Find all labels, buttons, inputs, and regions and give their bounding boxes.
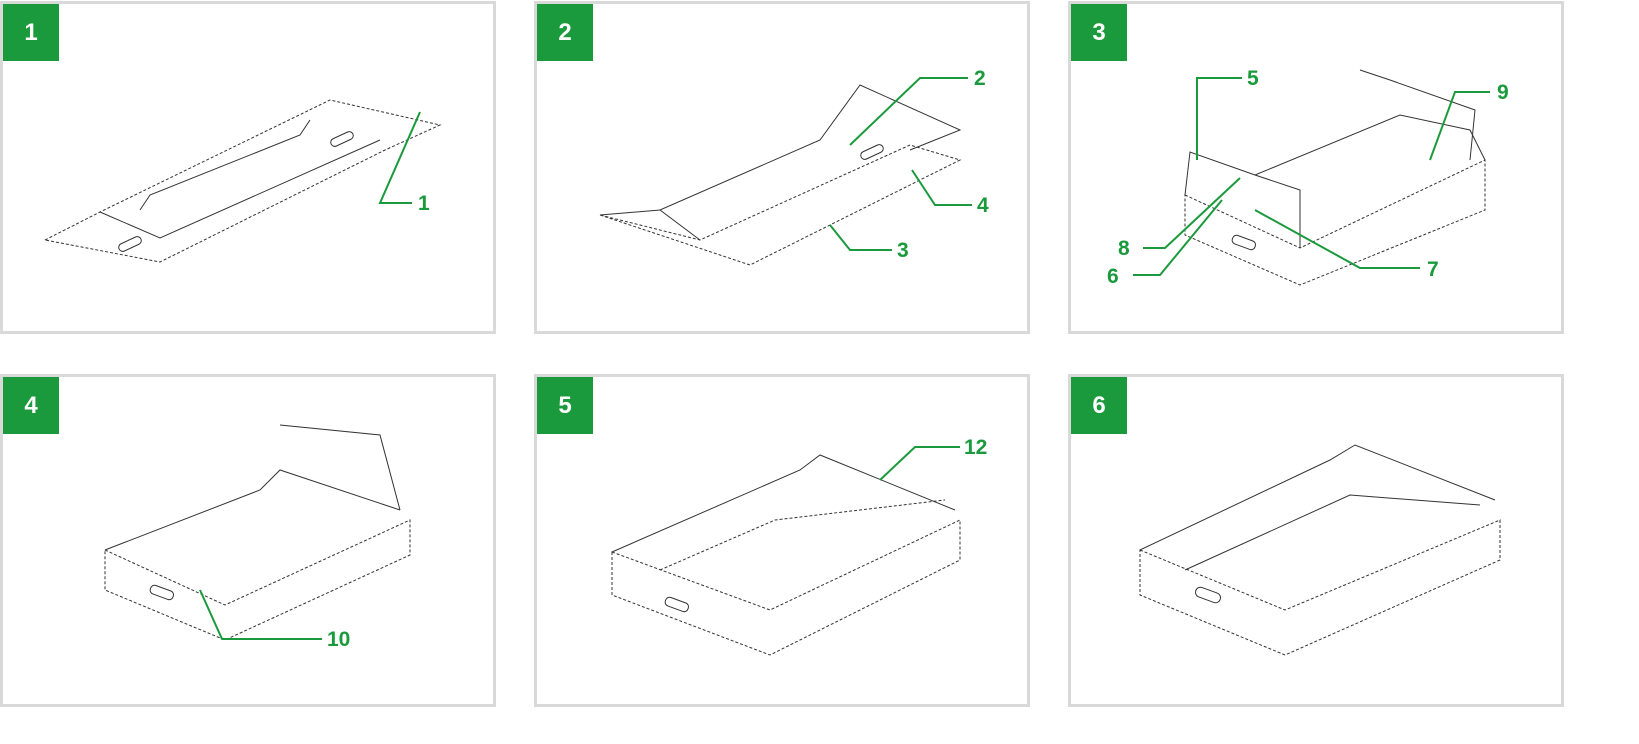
callout-7: 7 <box>1427 258 1439 281</box>
callout-3: 3 <box>897 239 909 262</box>
step-panel-3: 3 <box>1068 1 1564 334</box>
callout-8: 8 <box>1118 237 1130 260</box>
step-panel-1: 1 <box>0 1 496 334</box>
step-badge: 2 <box>537 4 593 61</box>
callout-5: 5 <box>1247 67 1259 90</box>
step-panel-2: 2 <box>534 1 1030 334</box>
callout-2: 2 <box>974 67 986 90</box>
callout-10: 10 <box>327 628 351 651</box>
step-panel-4: 4 <box>0 374 496 707</box>
step-badge: 5 <box>537 377 593 434</box>
callout-12: 12 <box>964 436 988 459</box>
step-badge: 1 <box>3 4 59 61</box>
step-badge: 4 <box>3 377 59 434</box>
step-panel-6: 6 <box>1068 374 1564 707</box>
callout-1: 1 <box>418 192 430 215</box>
callout-6: 6 <box>1107 265 1119 288</box>
step-badge: 3 <box>1071 4 1127 61</box>
callout-4: 4 <box>977 194 989 217</box>
step-badge: 6 <box>1071 377 1127 434</box>
step-panel-5: 5 <box>534 374 1030 707</box>
callout-9: 9 <box>1497 81 1509 104</box>
